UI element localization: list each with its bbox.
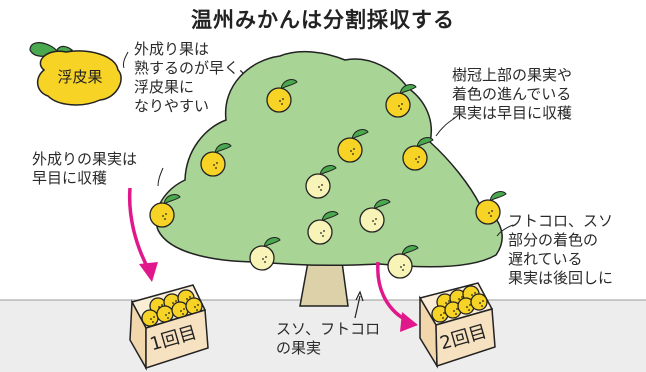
outer-fruit-note: 外成り果は 熟するのが早く、 浮皮果に なりやすい — [134, 40, 255, 115]
pointer-line-inner — [496, 224, 514, 237]
pale-fruit — [387, 245, 419, 279]
arrow-left — [127, 187, 152, 273]
arrow-left-head — [139, 262, 158, 282]
bottom-fruit-note: スソ、フトコロ の果実 — [276, 320, 381, 357]
ukikawa-fruit-icon: 浮皮果 — [29, 42, 122, 106]
tree-trunk — [299, 261, 349, 307]
pointer-arrow-head — [355, 290, 364, 302]
fruit-group — [149, 79, 507, 279]
pointer-line-left — [157, 167, 164, 187]
ripe-fruit — [337, 129, 369, 163]
harvest-box-1: 1回目 — [129, 284, 209, 371]
box-2-fruit — [457, 297, 475, 315]
pale-fruit — [307, 211, 339, 245]
inner-fruit-note: フトコロ、スソ 部分の着色の 遅れている 果実は後回しに — [508, 212, 614, 287]
pale-fruit — [249, 237, 281, 271]
ripe-fruit — [149, 194, 181, 228]
harvest-box-2: 2回目 — [418, 282, 496, 369]
outer-harvest-note: 外成りの果実は 早目に収穫 — [32, 150, 138, 187]
pointer-line-outer — [123, 51, 129, 69]
tree-canopy — [155, 50, 503, 268]
ripe-fruit — [475, 191, 507, 225]
pale-fruit — [359, 199, 391, 233]
box-2-fruit — [470, 293, 488, 311]
ripe-fruit — [266, 79, 298, 113]
ripe-fruit — [200, 143, 232, 177]
arrow-right-head — [400, 312, 418, 332]
ukikawa-tag-label: 浮皮果 — [57, 68, 102, 86]
pointer-line-canopy — [435, 117, 456, 137]
pointer-arrow — [354, 295, 361, 319]
ripe-fruit — [402, 137, 434, 171]
canopy-harvest-note: 樹冠上部の果実や 着色の進んでいる 果実は早目に収穫 — [452, 66, 573, 122]
ripe-fruit — [385, 84, 417, 118]
ground — [0, 300, 646, 372]
pale-fruit — [305, 165, 337, 199]
box-1-fruit — [156, 305, 174, 323]
figure-title: 温州みかんは分割採収する — [191, 8, 455, 32]
